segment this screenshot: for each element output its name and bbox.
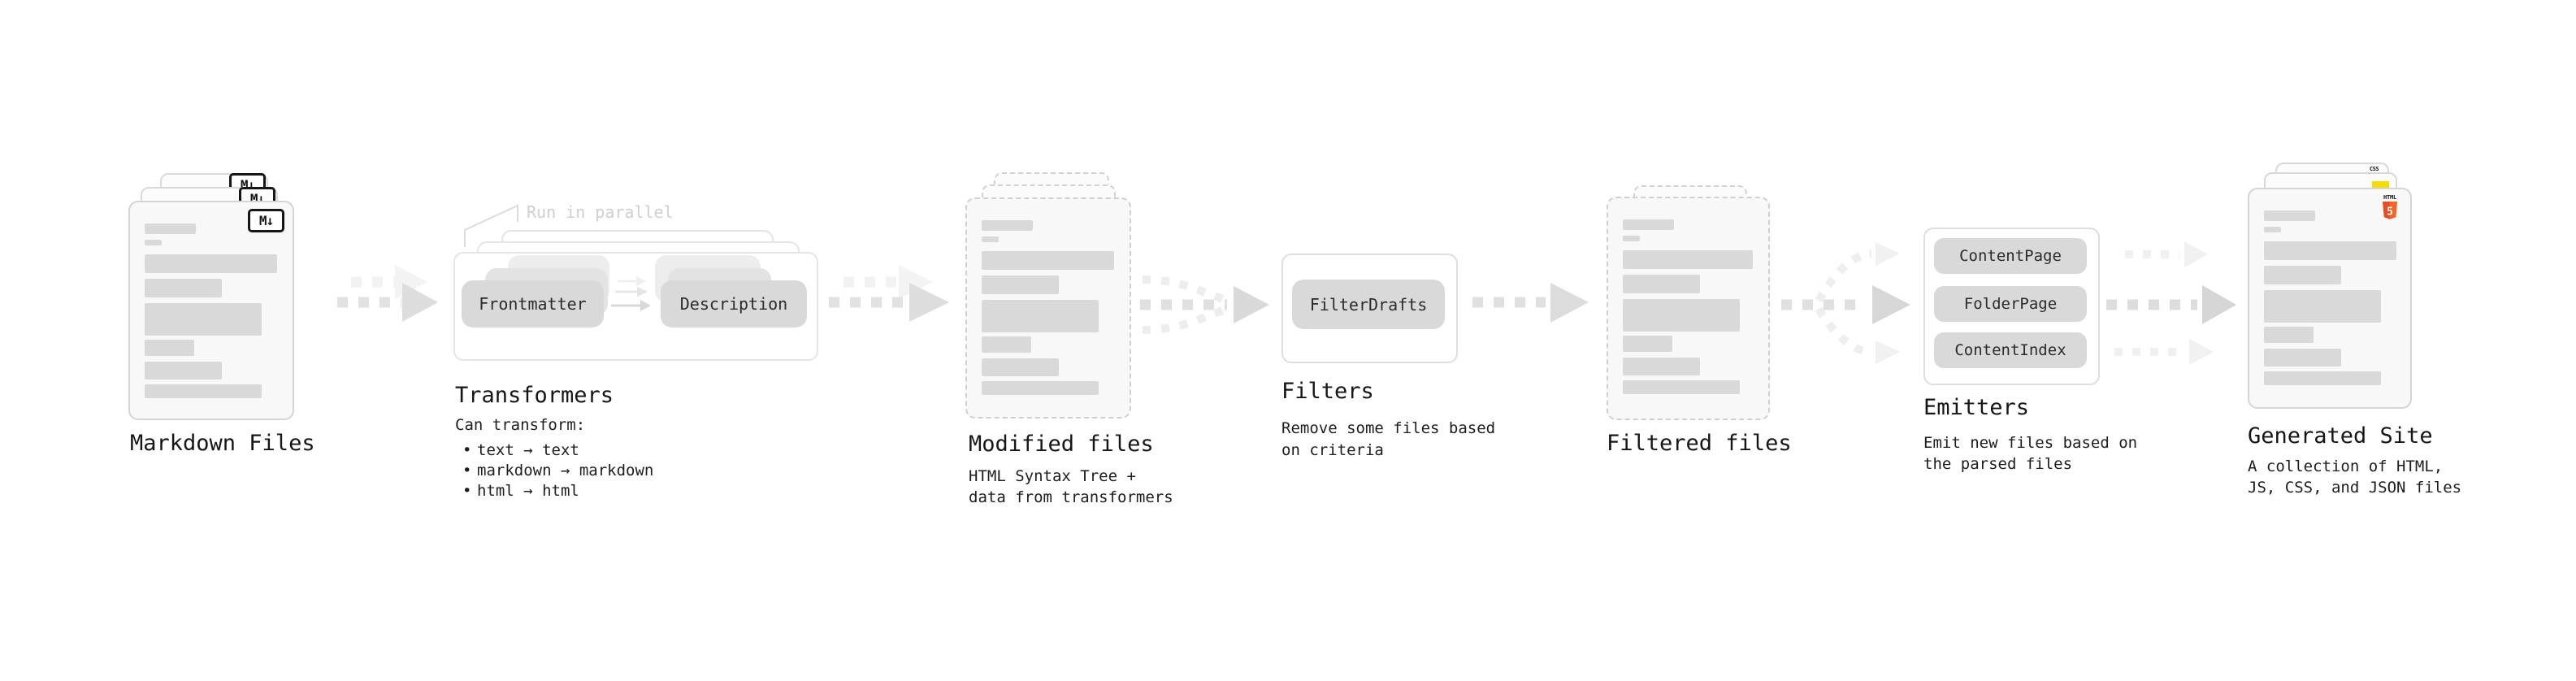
frontmatter-pill: Frontmatter	[462, 280, 604, 327]
arrow-filtered-to-emitters-branch	[1781, 242, 1910, 364]
contentpage-pill: ContentPage	[1934, 238, 2087, 274]
bullet-item: text → text	[455, 440, 653, 461]
desc-line: the parsed files	[1923, 455, 2073, 473]
html5-icon: HTML 5	[2382, 195, 2398, 223]
modified-files-description: HTML Syntax Tree + data from transformer…	[969, 466, 1173, 508]
document-content-placeholder	[145, 223, 277, 398]
svg-text:5: 5	[2387, 206, 2393, 219]
folderpage-pill: FolderPage	[1934, 286, 2087, 322]
filterdrafts-pill: FilterDrafts	[1292, 280, 1445, 329]
bullet-item: markdown → markdown	[455, 461, 653, 481]
html5-shield: 5	[2383, 202, 2397, 219]
generated-site-description: A collection of HTML, JS, CSS, and JSON …	[2248, 456, 2461, 498]
desc-line: JS, CSS, and JSON files	[2248, 479, 2462, 497]
markdown-file-card: M↓	[128, 201, 294, 420]
contentindex-pill: ContentIndex	[1934, 332, 2087, 368]
desc-line: Emit new files based on	[1923, 434, 2138, 452]
filtered-files-label: Filtered files	[1607, 431, 1792, 456]
transformers-label: Transformers	[455, 383, 614, 408]
javascript-icon	[2372, 181, 2389, 189]
modified-files-label: Modified files	[969, 432, 1154, 457]
arrow-filters-to-filtered	[1472, 283, 1589, 323]
document-content-placeholder	[1623, 219, 1753, 394]
transformers-desc-title: Can transform:	[455, 416, 586, 434]
filters-description: Remove some files based on criteria	[1281, 418, 1495, 462]
transformers-description: Can transform: text → text markdown → ma…	[455, 415, 653, 501]
desc-line: Remove some files based	[1281, 419, 1496, 437]
desc-line: A collection of HTML,	[2248, 458, 2444, 475]
bullet-item: html → html	[455, 481, 653, 501]
emitters-description: Emit new files based on the parsed files	[1923, 432, 2137, 475]
arrow-transformers-to-modified	[829, 265, 949, 322]
generated-html-card: HTML 5	[2248, 188, 2412, 409]
description-pill: Description	[661, 280, 807, 327]
document-content-placeholder	[2264, 210, 2396, 385]
desc-line: data from transformers	[969, 488, 1173, 506]
markdown-icon: M↓	[248, 209, 284, 232]
filters-label: Filters	[1281, 379, 1374, 404]
transformers-bullet-list: text → text markdown → markdown html → h…	[455, 440, 653, 501]
generated-site-label: Generated Site	[2248, 423, 2433, 449]
arrow-markdown-to-transformers	[337, 265, 438, 322]
emitters-label: Emitters	[1923, 395, 2030, 420]
document-content-placeholder	[982, 220, 1114, 395]
markdown-files-label: Markdown Files	[130, 431, 315, 456]
modified-file-card	[965, 197, 1131, 419]
desc-line: HTML Syntax Tree +	[969, 467, 1136, 485]
arrows-emitters-to-generated	[2106, 241, 2236, 365]
run-in-parallel-note: Run in parallel	[527, 202, 674, 222]
css-icon: CSS	[2369, 166, 2379, 172]
filtered-file-card	[1607, 197, 1770, 420]
arrow-modified-to-filters-merge	[1140, 275, 1269, 334]
desc-line: on criteria	[1281, 441, 1384, 459]
